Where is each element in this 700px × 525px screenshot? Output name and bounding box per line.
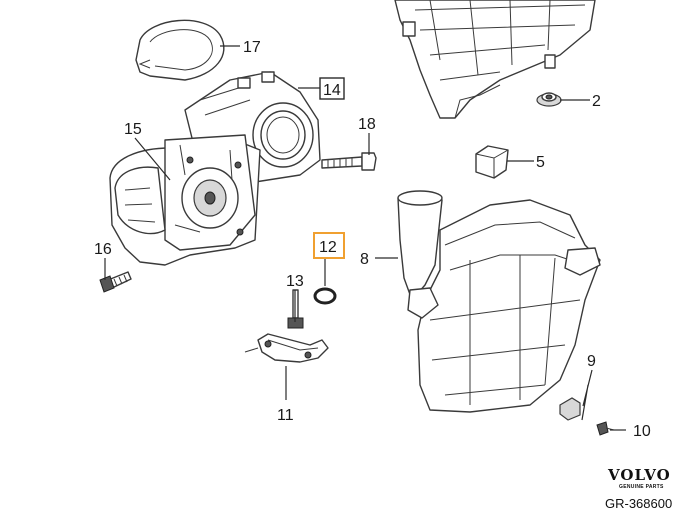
screw-part-16 xyxy=(99,271,132,293)
callout-16: 16 xyxy=(94,241,112,258)
bolt-part-18 xyxy=(321,152,377,171)
logo-subtitle: GENUINE PARTS xyxy=(619,484,664,490)
branding: VOLVO GENUINE PARTS GR-368600 xyxy=(605,466,672,511)
callout-10: 10 xyxy=(633,423,651,440)
air-filter-housing xyxy=(394,0,596,119)
callout-17: 17 xyxy=(243,39,261,56)
volvo-logo: VOLVO xyxy=(607,466,671,484)
leader-lines xyxy=(104,45,626,431)
callout-11: 11 xyxy=(277,407,294,424)
callout-2: 2 xyxy=(592,93,601,110)
callout-numbers: 2 5 8 9 10 11 12 13 14 15 16 17 18 xyxy=(94,39,651,440)
bracket-part-11 xyxy=(244,333,329,363)
resonator-part-8 xyxy=(397,190,601,413)
drawing-reference: GR-368600 xyxy=(605,496,672,511)
callout-15: 15 xyxy=(124,121,142,138)
callout-12: 12 xyxy=(319,239,337,256)
callout-5: 5 xyxy=(536,154,545,171)
callout-9: 9 xyxy=(587,353,596,370)
hose-clamp-part-17 xyxy=(135,19,225,81)
block-part-5 xyxy=(475,145,509,179)
callout-14: 14 xyxy=(323,82,341,99)
actuator-part-15 xyxy=(109,134,261,266)
screw-part-10 xyxy=(596,421,615,436)
callout-13: 13 xyxy=(286,273,304,290)
callout-8: 8 xyxy=(360,251,369,268)
plug-part-9 xyxy=(559,397,581,421)
callout-18: 18 xyxy=(358,116,376,133)
box-14 xyxy=(319,77,345,100)
o-ring-part-12 xyxy=(313,287,337,305)
grommet-part-2 xyxy=(536,92,562,107)
highlight-box-12 xyxy=(313,232,345,259)
